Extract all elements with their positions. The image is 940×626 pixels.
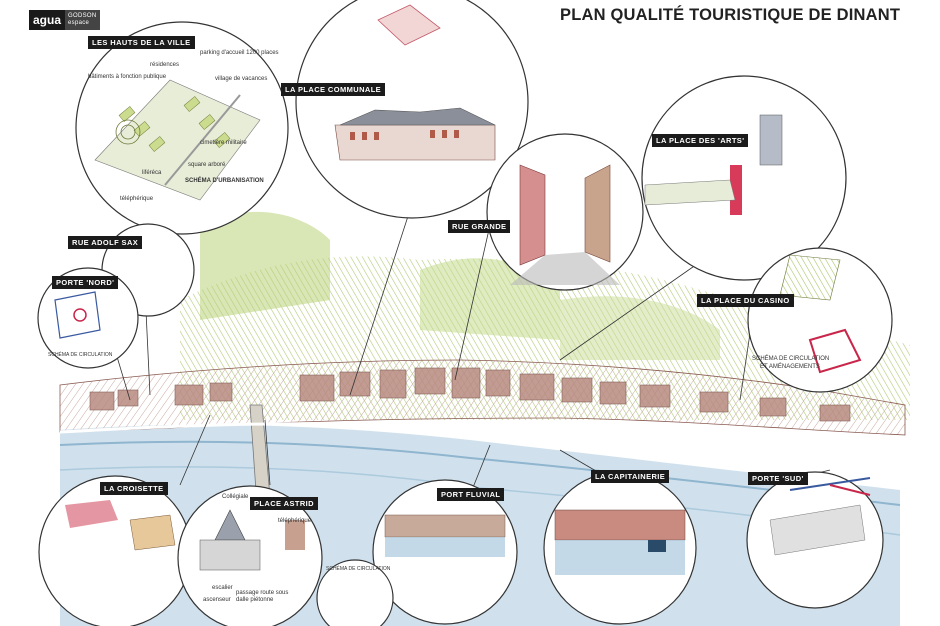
label-place-arts: LA PLACE DES 'ARTS' — [652, 134, 749, 147]
label-porte-nord: PORTE 'NORD' — [52, 276, 119, 289]
label-place-astrid: PLACE ASTRID — [250, 497, 318, 510]
caption-casino-1: SCHÉMA DE CIRCULATION — [752, 356, 830, 362]
note-square: square arboré — [188, 162, 226, 168]
sketch-croisette — [65, 500, 176, 551]
note-residences: résidences — [150, 62, 180, 68]
caption-schema-small: SCHÉMA DE CIRCULATION — [326, 566, 391, 572]
note-batiments: bâtiments à fonction publique — [88, 74, 167, 80]
sketch-place-communale — [334, 4, 496, 161]
vignette-place-communale — [295, 0, 529, 219]
label-port-fluvial: PORT FLUVIAL — [437, 488, 505, 501]
logo-main-text: agua — [29, 10, 66, 30]
sketch-port-fluvial — [384, 514, 506, 557]
vignette-croisette — [38, 475, 192, 626]
sketch-casino — [779, 254, 862, 374]
caption-porte-nord: SCHÉMA DE CIRCULATION — [48, 352, 113, 358]
sketch-rue-grande — [510, 164, 620, 285]
sketch-porte-nord — [54, 291, 101, 339]
label-rue-grande: RUE GRANDE — [448, 220, 511, 233]
note-collegiale: Collégiale — [222, 494, 249, 500]
sketch-porte-sud — [769, 477, 871, 556]
logo-sub-2: espace — [68, 20, 90, 26]
logo-sub: GODSON espace — [65, 10, 100, 30]
sketch-place-astrid — [199, 509, 305, 571]
vignette-place-arts — [641, 75, 847, 281]
agua-logo: agua GODSON espace — [29, 10, 100, 30]
note-ascenseur: ascenseur — [203, 597, 231, 603]
note-cimetiere: cimetière militaire — [200, 140, 247, 146]
caption-urbanisation: SCHÉMA D'URBANISATION — [185, 178, 264, 184]
label-place-casino: LA PLACE DU CASINO — [697, 294, 794, 307]
vignette-schema-small — [316, 559, 394, 626]
sketch-hauts-ville — [94, 79, 261, 201]
note-parking: parking d'accueil 1200 places — [200, 50, 279, 56]
sketch-capitainerie — [554, 509, 686, 575]
label-place-communale: LA PLACE COMMUNALE — [281, 83, 386, 96]
label-porte-sud: PORTE 'SUD' — [748, 472, 808, 485]
note-telepherique: téléphérique — [120, 196, 154, 202]
note-passage-route: passage route sous dalle piétonne — [236, 590, 289, 603]
vignette-porte-nord — [37, 267, 139, 369]
caption-casino-2: ET AMÉNAGEMENTS — [760, 364, 820, 370]
label-hauts-ville: LES HAUTS DE LA VILLE — [88, 36, 195, 49]
note-village: village de vacances — [215, 76, 268, 82]
note-lifereca: liféréca — [142, 170, 162, 176]
note-escalier: escalier — [212, 585, 233, 591]
sketch-place-arts — [644, 114, 783, 215]
town-blocks — [59, 359, 906, 521]
label-croisette: LA CROISETTE — [100, 482, 168, 495]
label-rue-adolf-sax: RUE ADOLF SAX — [68, 236, 143, 249]
logo-sub-1: GODSON — [68, 13, 97, 19]
label-capitainerie: LA CAPITAINERIE — [591, 470, 670, 483]
page-title: PLAN QUALITÉ TOURISTIQUE DE DINANT — [560, 6, 901, 24]
note-astrid-telepherique: téléphérique — [278, 518, 312, 524]
